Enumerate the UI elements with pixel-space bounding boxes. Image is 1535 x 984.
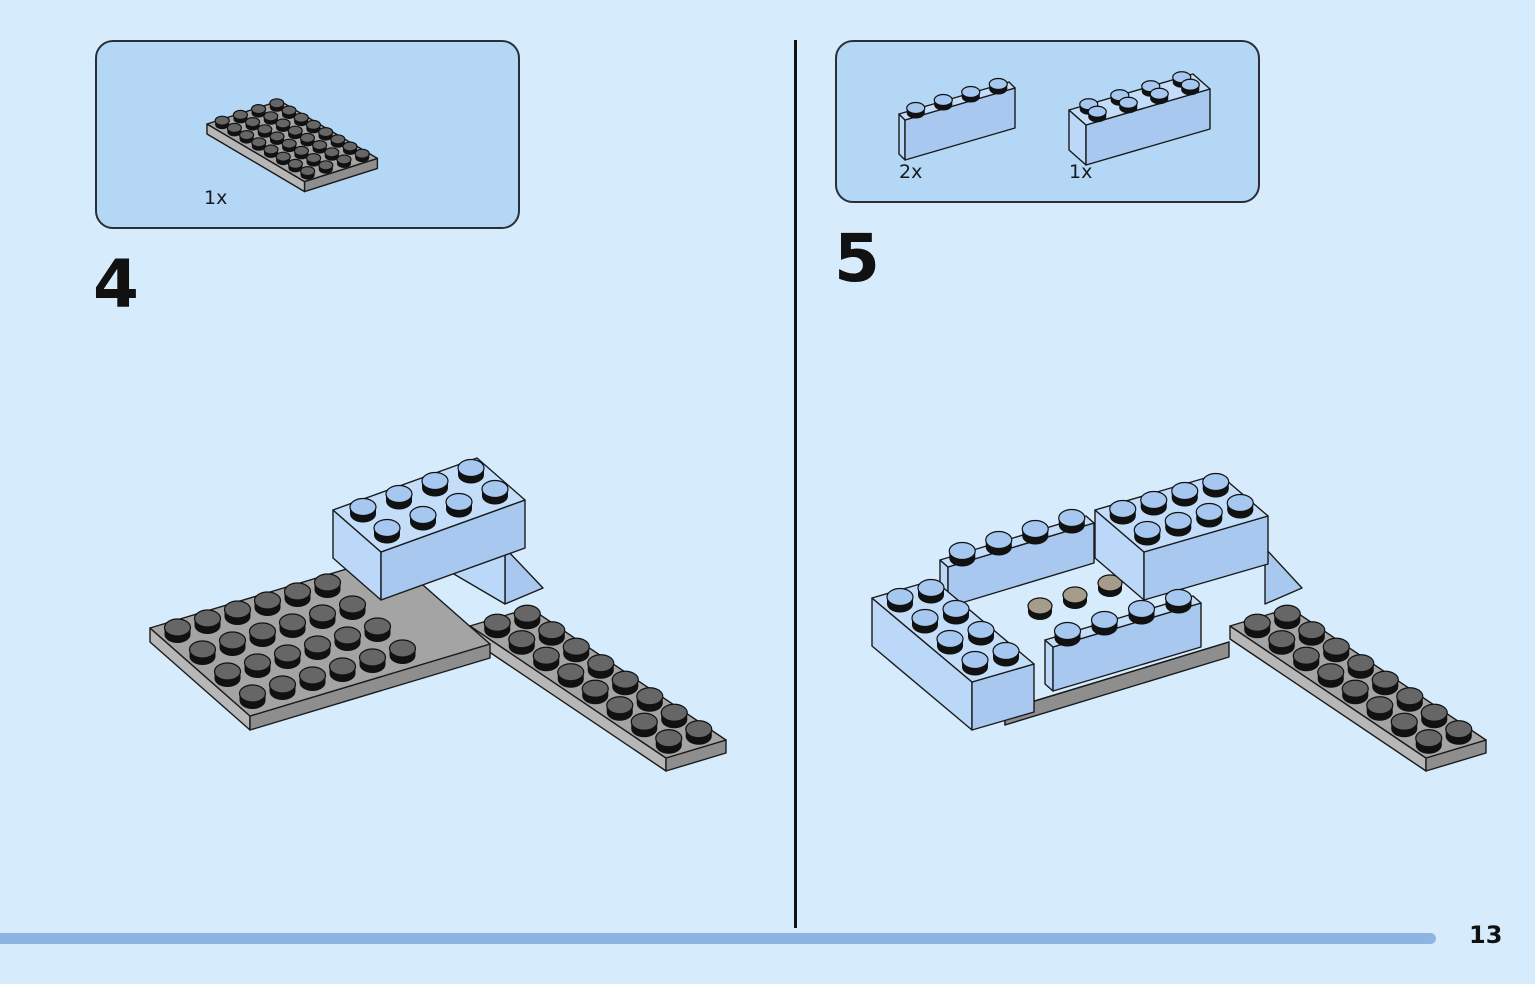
page-divider bbox=[794, 40, 797, 928]
step-number: 4 bbox=[93, 246, 139, 323]
step-number: 5 bbox=[834, 220, 880, 297]
light-blue-brick-icons bbox=[898, 71, 1211, 166]
part-quantity: 1x bbox=[204, 187, 228, 209]
progress-bar bbox=[0, 933, 1436, 944]
assembly-illustration-step-4 bbox=[149, 457, 727, 772]
gray-plate-4x6-icon bbox=[206, 98, 379, 193]
parts-callout-step-4: 1x bbox=[95, 40, 520, 229]
page-number: 13 bbox=[1469, 921, 1503, 949]
parts-callout-step-5: 2x 1x bbox=[835, 40, 1260, 203]
part-quantity: 2x bbox=[899, 161, 923, 183]
part-quantity: 1x bbox=[1069, 161, 1093, 183]
